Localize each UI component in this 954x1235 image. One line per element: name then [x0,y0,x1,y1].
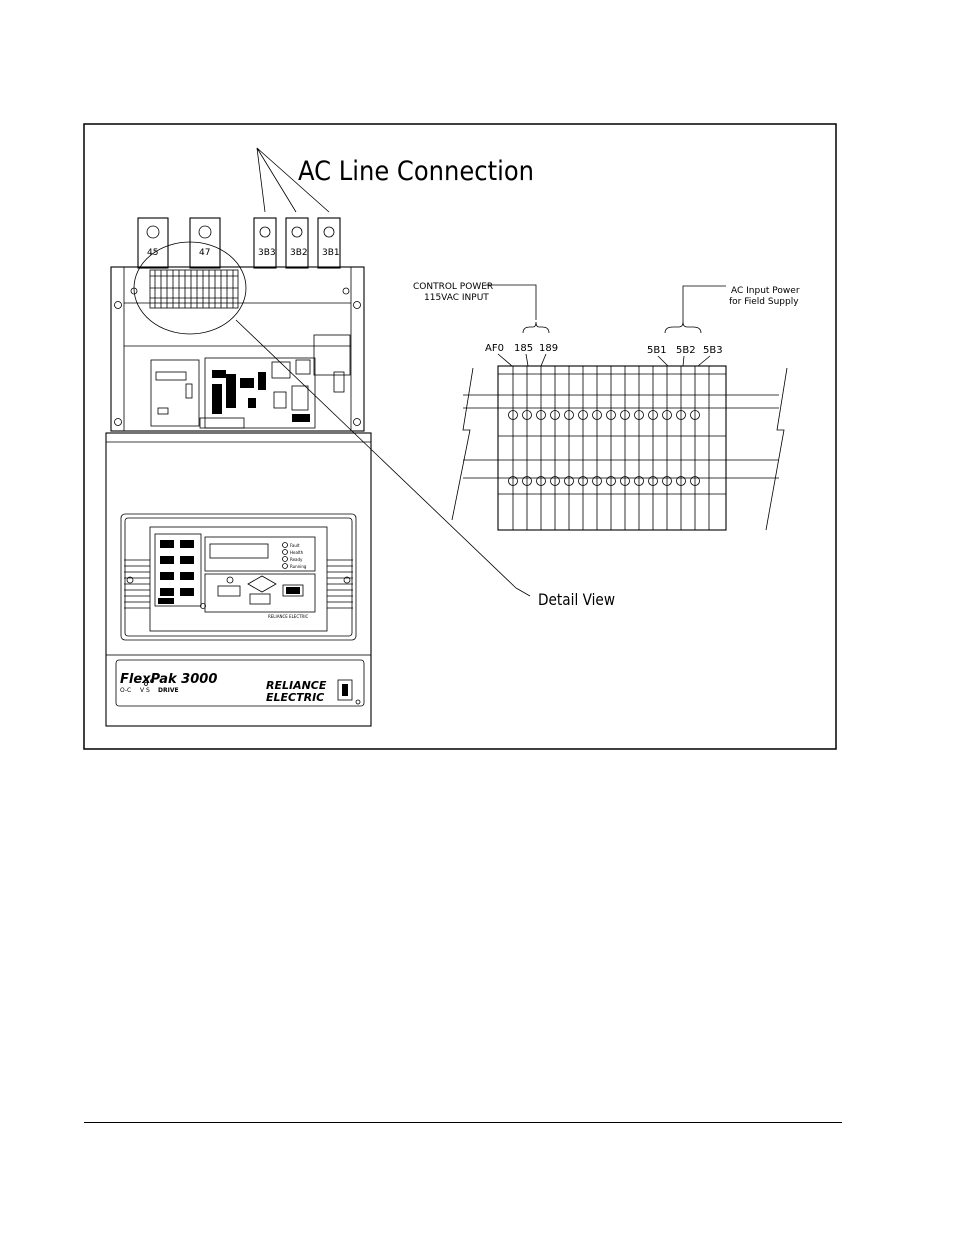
detail-view-callout: Detail View [538,590,615,609]
chassis-terminal-strip [149,269,239,309]
terminal-label: 5B3 [703,345,723,356]
control-power-brace [522,321,550,334]
bus-bar-label: 47 [199,248,210,258]
terminal-label: 5B2 [676,345,696,356]
detail-view: CONTROL POWER 115VAC INPUT AC Input Powe… [413,282,800,531]
brand-name-line1: RELIANCE [266,679,327,692]
detail-leader-line [235,319,517,589]
bus-bar-3b3 [253,217,277,269]
control-boards [150,334,351,429]
reliance-logo-icon [337,679,353,701]
terminal-label: 5B1 [647,345,667,356]
upper-chassis [110,266,365,432]
terminal-label: 189 [539,343,558,354]
keypad-key[interactable] [249,593,271,605]
bus-bar-label: 45 [147,248,158,258]
control-power-note: CONTROL POWER [413,282,493,292]
left-break-line [451,367,474,521]
led-label: Fault [290,543,300,548]
drive-unit: 45 47 3B3 3B2 3B1 AC Line Connection [105,147,534,727]
terminal-screws-top [508,410,700,420]
brand-name-line2: ELECTRIC [266,691,324,704]
indicator-label: O-C [120,687,131,694]
bus-bar-label: 3B3 [258,248,276,258]
field-supply-note: AC Input Power [731,286,800,296]
terminal-screws-bottom [508,476,700,486]
indicator-label: V S [140,687,150,694]
led-label: Running [290,564,307,569]
detail-ellipse [133,241,247,335]
product-name: FlexPak 3000 [120,672,217,687]
bus-bar-3b2 [285,217,309,269]
bus-bar-3b1 [317,217,341,269]
bus-bars: 45 47 3B3 3B2 3B1 [137,217,341,269]
bus-bar-label: 3B2 [290,248,308,258]
bus-bar-label: 3B1 [322,248,340,258]
keypad-arrow-key[interactable] [247,575,277,593]
bus-bar-45 [137,217,169,269]
control-power-note: 115VAC INPUT [424,293,489,303]
figure-frame [83,123,837,750]
detail-terminal-block [497,365,727,531]
keypad-panel: Fault Health Ready Running RELIANCE ELEC… [120,513,357,641]
page-footer-rule [84,1122,842,1123]
ac-line-connection-callout: AC Line Connection [298,156,534,187]
field-supply-note: for Field Supply [729,297,799,307]
led-label: Ready [290,557,303,562]
keypad-display [209,543,269,559]
led-label: Health [290,550,304,555]
terminal-label: 185 [514,343,533,354]
field-supply-brace [664,321,702,334]
keypad-brand: RELIANCE ELECTRIC [268,614,309,619]
keypad-key[interactable] [217,585,241,597]
bus-bar-47 [189,217,221,269]
indicator-label: DRIVE [158,687,179,694]
nameplate: FlexPak 3000 RELIANCE ELECTRIC O-C V S D… [105,654,372,727]
keypad-key[interactable] [282,584,304,597]
terminal-label: AF0 [485,343,504,354]
right-break-line [765,367,788,531]
